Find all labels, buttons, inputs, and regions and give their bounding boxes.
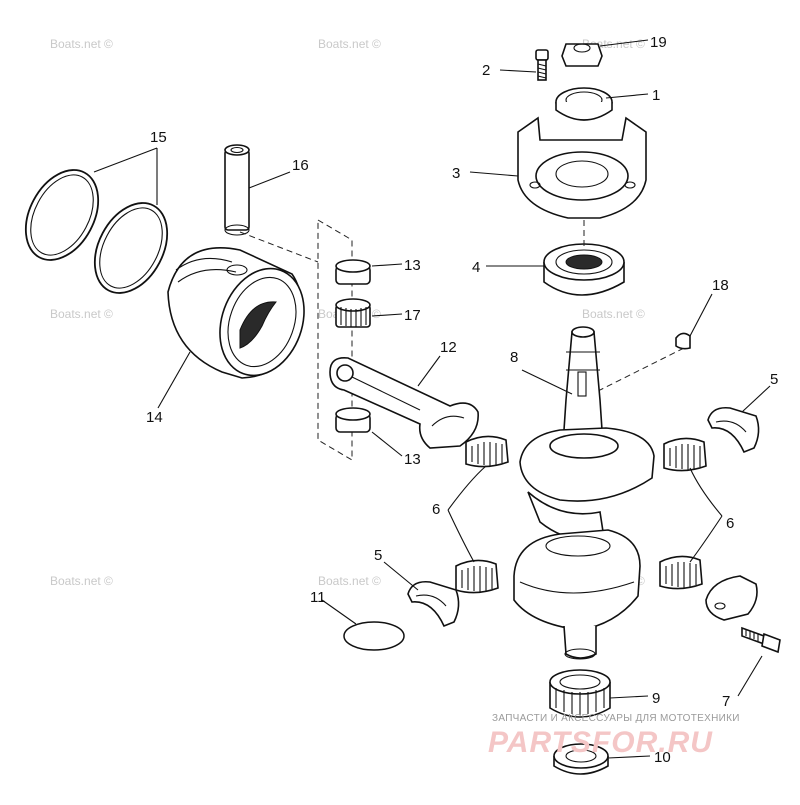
callout-8: 8 — [510, 349, 518, 366]
main-bearing-cage-right-top — [663, 437, 707, 472]
bearing-retainer — [517, 116, 647, 219]
oil-seal — [555, 87, 613, 121]
ball-bearing — [543, 243, 625, 296]
callout-13-upper: 13 — [404, 257, 421, 274]
callout-2: 2 — [482, 62, 490, 79]
callout-19: 19 — [650, 34, 667, 51]
watermark: Boats.net © — [582, 307, 645, 321]
callout-14: 14 — [146, 409, 163, 426]
watermark: Boats.net © — [318, 574, 381, 588]
o-ring — [343, 621, 405, 651]
leader-lines — [93, 39, 771, 759]
brand-logo: PARTSFOR.RU — [488, 726, 713, 759]
callout-13-lower: 13 — [404, 451, 421, 468]
callout-4: 4 — [472, 259, 480, 276]
watermark: Boats.net © — [50, 307, 113, 321]
callout-5-right: 5 — [770, 371, 778, 388]
callout-5-left: 5 — [374, 547, 382, 564]
bearing-race-half-left — [407, 580, 460, 628]
thrust-washer-lower — [335, 407, 371, 433]
callout-1: 1 — [652, 87, 660, 104]
nut — [561, 43, 603, 67]
rod-bearing-cage-left-top — [465, 435, 509, 468]
callout-16: 16 — [292, 157, 309, 174]
bearing-race-half-right — [707, 406, 760, 454]
callout-11: 11 — [310, 589, 326, 606]
callout-7: 7 — [722, 693, 730, 710]
callout-10: 10 — [654, 749, 671, 766]
callout-9: 9 — [652, 690, 660, 707]
watermark: Boats.net © — [50, 574, 113, 588]
needle-bearing-small — [335, 298, 371, 328]
lower-seal — [553, 743, 609, 775]
woodruff-key — [675, 332, 691, 350]
rod-bolt — [741, 626, 781, 654]
brand-overlay: ЗАПЧАСТИ И АКСЕССУАРЫ ДЛЯ МОТОТЕХНИКИ PA… — [488, 713, 740, 759]
piston-rings — [24, 169, 169, 294]
main-bearing-cage-right-bottom — [659, 555, 703, 590]
piston — [167, 247, 305, 379]
rod-cap — [705, 575, 758, 621]
callout-labels: 1 2 3 4 5 5 6 6 7 8 9 10 11 12 13 13 14 … — [146, 34, 778, 766]
wrist-pin — [224, 144, 250, 236]
screw — [535, 49, 549, 81]
callout-3: 3 — [452, 165, 460, 182]
watermark: Boats.net © — [318, 37, 381, 51]
thrust-washer-upper — [335, 259, 371, 285]
connecting-rod — [329, 356, 479, 449]
callout-17: 17 — [404, 307, 421, 324]
guide-line — [239, 231, 319, 263]
guide-line — [317, 219, 353, 461]
brand-tagline: ЗАПЧАСТИ И АКСЕССУАРЫ ДЛЯ МОТОТЕХНИКИ — [492, 713, 740, 724]
callout-18: 18 — [712, 277, 729, 294]
callout-6-left: 6 — [432, 501, 440, 518]
callout-15: 15 — [150, 129, 167, 146]
watermark: Boats.net © — [50, 37, 113, 51]
rod-bearing-cage-left-bottom — [455, 559, 499, 594]
callout-6-right: 6 — [726, 515, 734, 532]
callout-12: 12 — [440, 339, 457, 356]
crankshaft — [513, 326, 655, 660]
roller-bearing-lower — [549, 669, 611, 718]
